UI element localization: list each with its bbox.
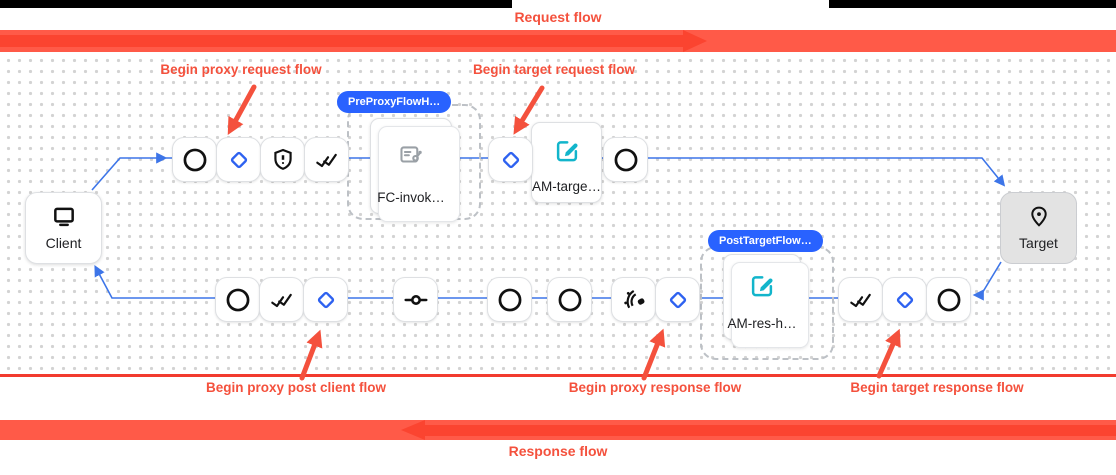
edit-icon (532, 123, 601, 179)
policy-card-am-target[interactable]: AM-targe… (531, 122, 602, 203)
policy-card-label: FC-invok… (377, 190, 445, 205)
request-flow-banner-label: Request flow (514, 9, 602, 25)
double-check-icon (314, 147, 340, 173)
signal-icon (621, 287, 647, 313)
shield-exclamation-icon (270, 147, 296, 173)
policy-card-label: AM-targe… (531, 179, 602, 194)
policy-card-label: AM-res-h… (727, 316, 797, 331)
edit-icon (724, 255, 800, 316)
diamond-icon (313, 287, 339, 313)
double-check-icon (269, 287, 295, 313)
diamond-icon (892, 287, 918, 313)
diamond-step-node[interactable] (488, 137, 533, 182)
annotation-target-response: Begin target response flow (850, 380, 1024, 395)
request-flow-bar (0, 30, 1116, 52)
response-flow-arrow-body (425, 425, 1116, 436)
signal-step-node[interactable] (611, 277, 656, 322)
diamond-icon (498, 147, 524, 173)
window-chrome-bar-left (0, 0, 512, 8)
pre-proxy-flow-badge[interactable]: PreProxyFlowH… (337, 91, 452, 113)
double-check-step-node[interactable] (259, 277, 304, 322)
response-flow-bar (0, 420, 1116, 440)
response-flow-arrowhead-icon (401, 420, 425, 440)
map-pin-icon (1026, 205, 1052, 232)
circle-step-node[interactable] (926, 277, 971, 322)
double-check-icon (848, 287, 874, 313)
post-target-flow-badge[interactable]: PostTargetFlow… (708, 230, 823, 252)
circle-step-node[interactable] (603, 137, 648, 182)
target-node[interactable]: Target (1000, 192, 1077, 264)
double-check-step-node[interactable] (304, 137, 349, 182)
annotation-proxy-response: Begin proxy response flow (568, 380, 742, 395)
inline-connector-step-node[interactable] (393, 277, 438, 322)
diamond-step-node[interactable] (303, 277, 348, 322)
circle-step-node[interactable] (487, 277, 532, 322)
circle-icon (557, 287, 583, 313)
circle-icon (936, 287, 962, 313)
circle-icon (225, 287, 251, 313)
flow-callout-icon (371, 119, 451, 190)
shield-exclamation-step-node[interactable] (260, 137, 305, 182)
double-check-step-node[interactable] (838, 277, 883, 322)
circle-step-node[interactable] (172, 137, 217, 182)
request-flow-arrow-body (0, 35, 683, 47)
client-label: Client (45, 235, 82, 251)
target-label: Target (1019, 235, 1058, 251)
circle-icon (497, 287, 523, 313)
request-flow-arrowhead-icon (683, 30, 707, 52)
circle-icon (613, 147, 639, 173)
client-node[interactable]: Client (25, 192, 102, 264)
diamond-step-node[interactable] (882, 277, 927, 322)
response-flow-banner-label: Response flow (508, 443, 608, 459)
diagram-canvas (0, 52, 1116, 377)
policy-card-fc-invoke[interactable]: FC-invok… (370, 118, 460, 222)
annotation-proxy-post-client: Begin proxy post client flow (205, 380, 387, 395)
annotation-proxy-request: Begin proxy request flow (160, 62, 322, 77)
diamond-step-node[interactable] (655, 277, 700, 322)
diamond-icon (226, 147, 252, 173)
inline-connector-icon (403, 287, 429, 313)
diamond-step-node[interactable] (216, 137, 261, 182)
circle-step-node[interactable] (547, 277, 592, 322)
diamond-icon (665, 287, 691, 313)
circle-step-node[interactable] (215, 277, 260, 322)
circle-icon (182, 147, 208, 173)
monitor-icon (51, 205, 77, 232)
policy-card-am-response[interactable]: AM-res-h… (723, 254, 809, 348)
window-chrome-bar-right (829, 0, 1116, 8)
annotation-target-request: Begin target request flow (472, 62, 636, 77)
